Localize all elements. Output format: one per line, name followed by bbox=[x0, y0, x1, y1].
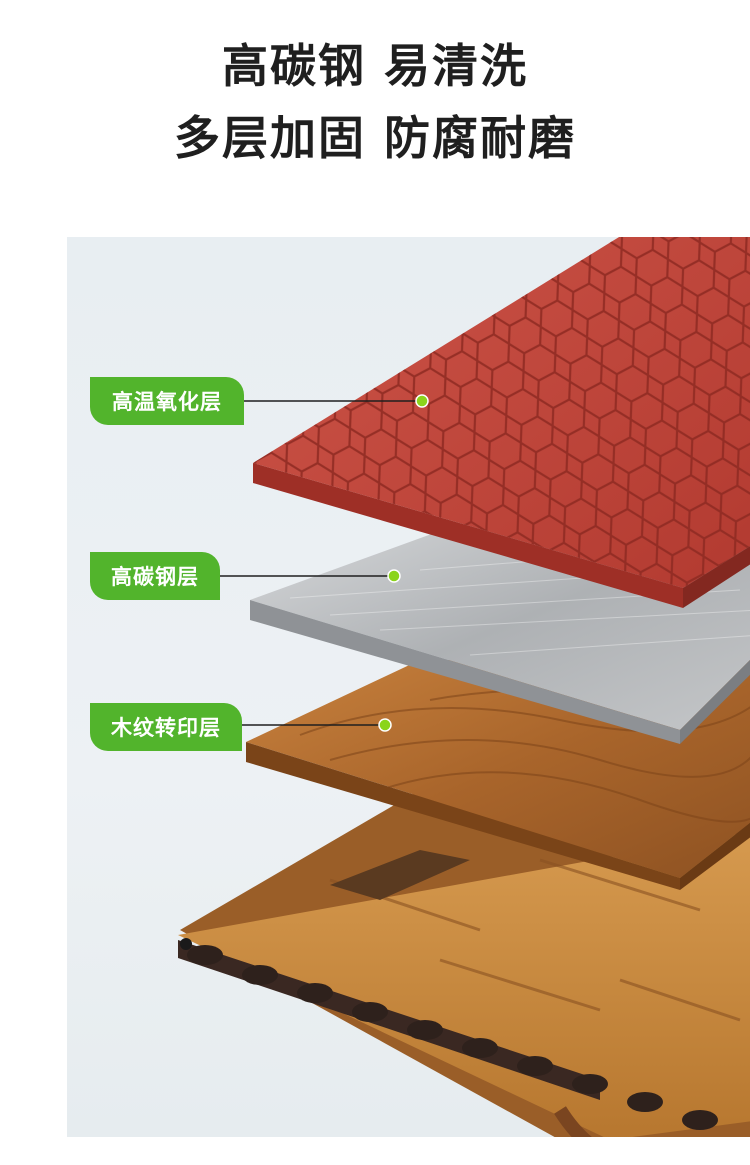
label-steel-layer: 高碳钢层 bbox=[90, 552, 220, 600]
marker-dot bbox=[387, 569, 401, 583]
oxidation-layer bbox=[253, 237, 750, 608]
label-oxidation-layer: 高温氧化层 bbox=[90, 377, 244, 425]
marker-dot bbox=[415, 394, 429, 408]
leader-steel bbox=[220, 569, 401, 583]
label-wood-grain-layer: 木纹转印层 bbox=[90, 703, 242, 751]
leader-wood bbox=[242, 718, 392, 732]
leader-oxidation bbox=[244, 394, 429, 408]
headline-line-1: 高碳钢 易清洗 bbox=[221, 39, 528, 93]
headline-line-2: 多层加固 防腐耐磨 bbox=[173, 111, 576, 165]
marker-dot bbox=[378, 718, 392, 732]
slat-table-base bbox=[178, 790, 750, 1137]
